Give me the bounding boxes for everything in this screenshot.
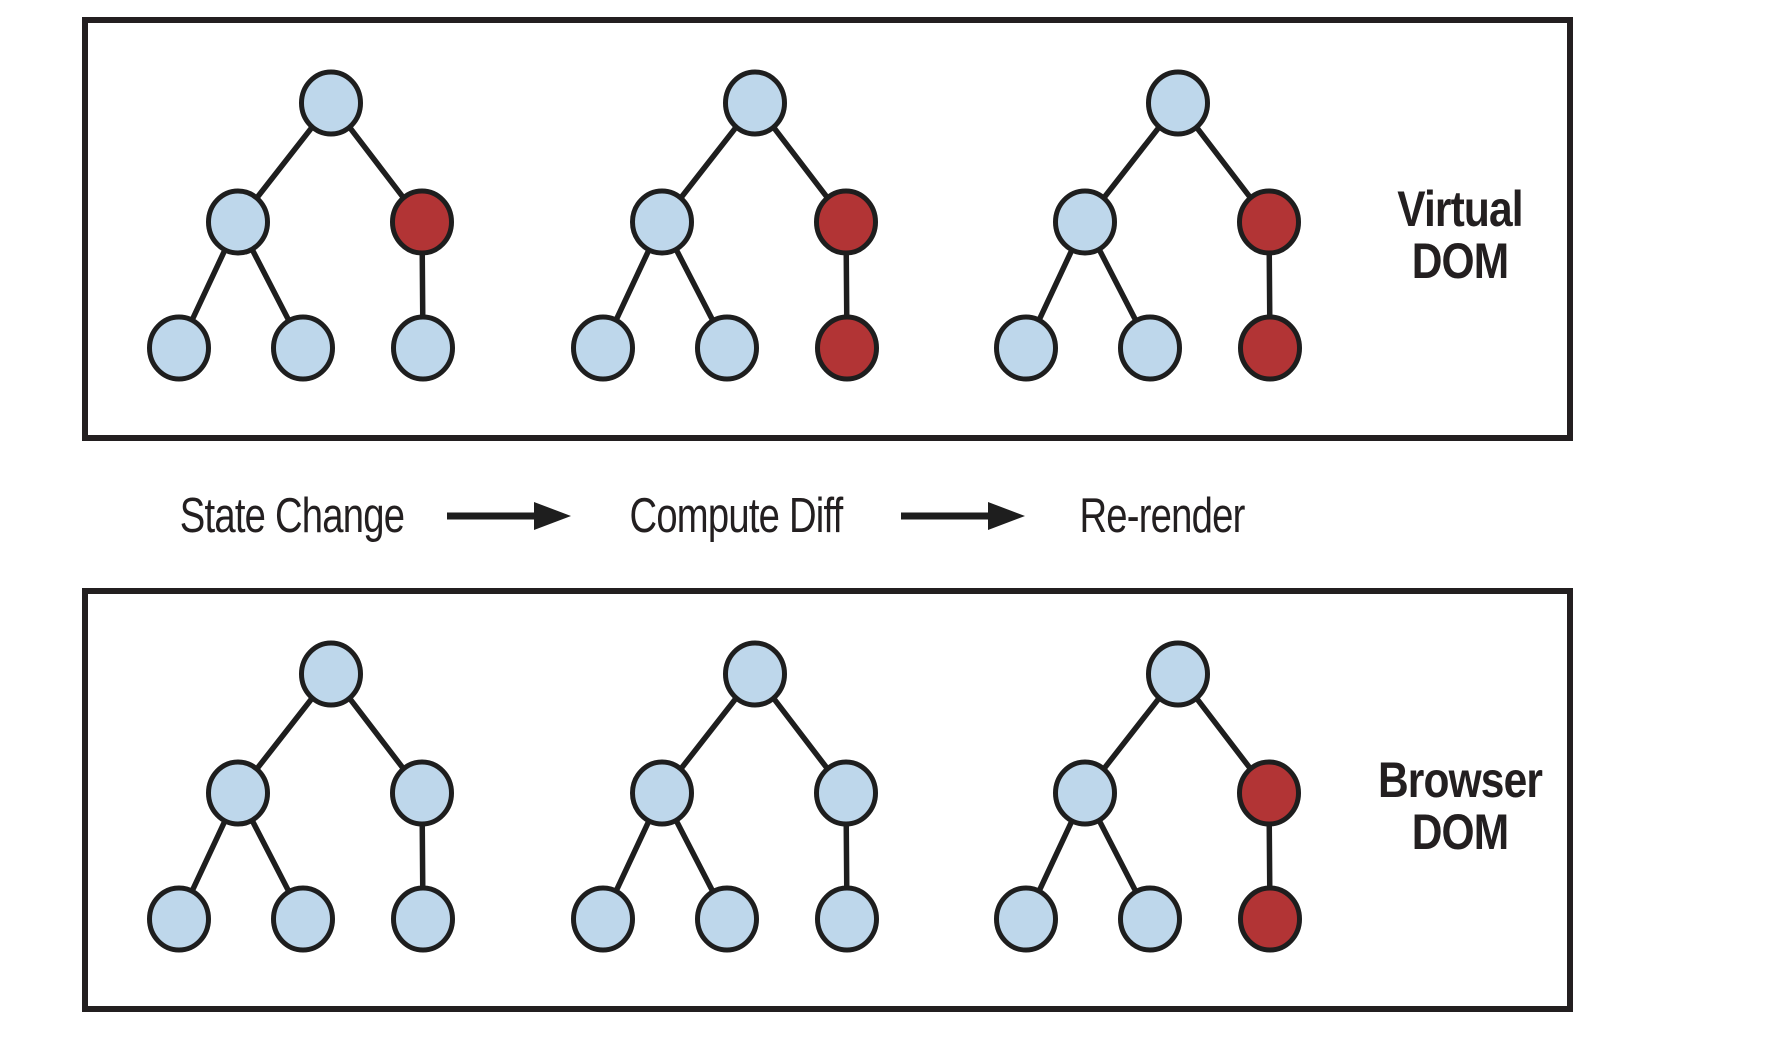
tree-node-blue xyxy=(206,188,270,256)
tree-node-blue xyxy=(630,759,694,827)
tree-node-blue xyxy=(571,314,635,382)
tree-node-blue xyxy=(391,885,455,953)
tree-node-blue xyxy=(271,314,335,382)
tree-node-blue xyxy=(571,885,635,953)
process-row: State Change Compute Diff Re-render xyxy=(0,441,1772,588)
tree-node-blue xyxy=(147,314,211,382)
tree-node-blue xyxy=(695,314,759,382)
tree-node-blue xyxy=(1146,69,1210,137)
virtual-dom-label: Virtual DOM xyxy=(1397,183,1523,287)
tree-node-red xyxy=(1237,188,1301,256)
tree-node-blue xyxy=(1053,188,1117,256)
tree-node-blue xyxy=(723,69,787,137)
tree-node-blue xyxy=(299,69,363,137)
tree-node-red xyxy=(1238,885,1302,953)
tree-node-blue xyxy=(1118,885,1182,953)
tree-node-red xyxy=(390,188,454,256)
browser-dom-label-line1: Browser xyxy=(1377,752,1543,808)
tree-node-blue xyxy=(206,759,270,827)
tree-node-blue xyxy=(723,640,787,708)
tree-node-blue xyxy=(630,188,694,256)
tree-node-blue xyxy=(390,759,454,827)
arrow-right-icon xyxy=(447,502,571,530)
tree-node-blue xyxy=(147,885,211,953)
browser-dom-label-line2: DOM xyxy=(1411,804,1509,860)
step-state-change: State Change xyxy=(179,489,405,543)
virtual-dom-panel: Virtual DOM xyxy=(82,17,1573,441)
virtual-dom-label-line2: DOM xyxy=(1411,233,1509,289)
tree-node-blue xyxy=(994,314,1058,382)
browser-dom-trees xyxy=(147,640,1302,953)
tree-node-red xyxy=(815,314,879,382)
tree-node-blue xyxy=(1118,314,1182,382)
tree-node-blue xyxy=(695,885,759,953)
tree-node-red xyxy=(1237,759,1301,827)
tree-node-red xyxy=(1238,314,1302,382)
tree-node-blue xyxy=(271,885,335,953)
tree-node-blue xyxy=(1146,640,1210,708)
tree-node-blue xyxy=(299,640,363,708)
browser-dom-label: Browser DOM xyxy=(1377,752,1543,860)
step-compute-diff: Compute Diff xyxy=(629,489,844,543)
tree-node-blue xyxy=(814,759,878,827)
step-re-render: Re-render xyxy=(1079,489,1245,543)
virtual-dom-label-line1: Virtual xyxy=(1397,181,1523,237)
virtual-dom-trees xyxy=(147,69,1302,382)
tree-node-red xyxy=(814,188,878,256)
tree-node-blue xyxy=(1053,759,1117,827)
browser-dom-panel: Browser DOM xyxy=(82,588,1573,1012)
tree-node-blue xyxy=(815,885,879,953)
tree-node-blue xyxy=(994,885,1058,953)
tree-node-blue xyxy=(391,314,455,382)
arrow-right-icon xyxy=(901,502,1025,530)
